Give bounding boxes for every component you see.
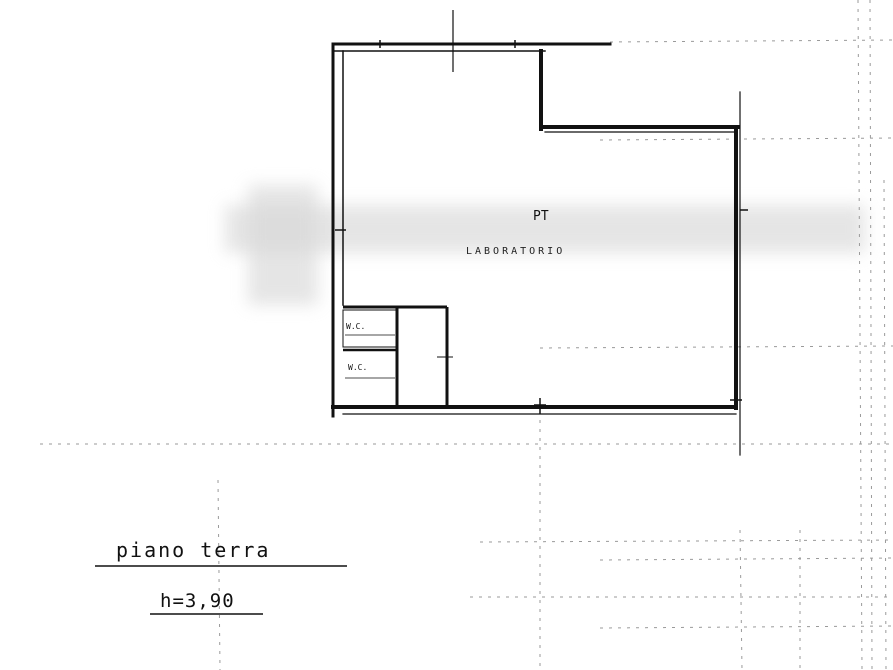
construction-lines [40,0,893,670]
floor-name-label: piano terra [116,538,271,562]
redacted-band-fragment [248,185,318,305]
wc-block [342,305,453,407]
wc-label: W.C. [348,363,368,372]
room-label: LABORATORIO [466,246,566,257]
label-underlines [95,565,347,615]
wall-marks [335,40,748,414]
room-marker: PT [533,209,549,224]
floor-height-label: h=3,90 [160,590,235,612]
wc-label: W.C. [346,322,366,331]
walls [331,42,741,456]
